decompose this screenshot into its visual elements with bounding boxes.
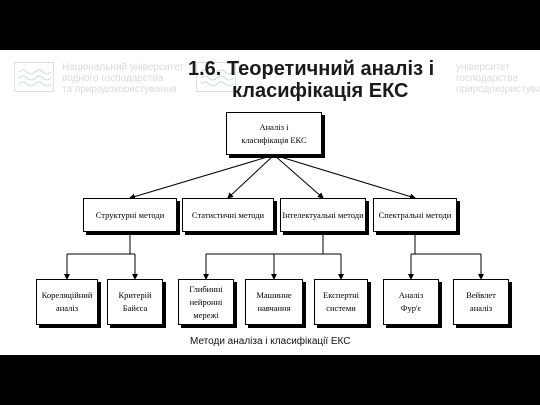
node-root-line2: класифікація ЕКС <box>241 134 307 145</box>
node-level1-2: Інтелектуальні методи <box>280 198 366 232</box>
node-label: Машинне навчання <box>256 290 292 313</box>
edge-root-to-level1 <box>227 154 275 199</box>
watermark-line: університет <box>456 62 510 73</box>
edge-root-to-level1 <box>129 154 275 200</box>
node-level2-4: Експертні системи <box>314 279 368 325</box>
watermark-line: природокористування <box>456 84 540 95</box>
university-logo-icon <box>196 62 236 92</box>
node-label: Структурні методи <box>95 209 165 220</box>
node-label: Аналіз Фур'є <box>398 290 424 313</box>
university-logo-icon <box>14 62 54 92</box>
slide-title: 1.6. Теоретичний аналіз і класифікація Е… <box>188 58 518 102</box>
slide: Національний університет водного господа… <box>0 50 540 355</box>
node-level2-1: Критерій Байєса <box>107 279 163 325</box>
diagram-connectors <box>64 154 484 280</box>
watermark-line: водного господарства <box>62 73 164 84</box>
node-level2-2: Глибинні нейронні мережі <box>178 279 234 325</box>
node-label: Кореляційний аналіз <box>41 290 93 313</box>
node-level2-3: Машинне навчання <box>245 279 303 325</box>
node-root-line1: Аналіз і <box>259 121 289 132</box>
node-label: Інтелектуальні методи <box>282 209 364 220</box>
title-line-1: 1.6. Теоретичний аналіз і <box>188 58 435 80</box>
node-level1-1: Статистичні методи <box>182 198 274 232</box>
node-label: Експертні системи <box>323 290 359 313</box>
watermark-line: Національний університет <box>62 62 184 73</box>
title-line-2: класифікація ЕКС <box>232 80 409 102</box>
edge-root-to-level1 <box>273 154 324 199</box>
node-label: Статистичні методи <box>191 209 265 220</box>
edge-root-to-level1 <box>273 154 416 200</box>
node-level2-5: Аналіз Фур'є <box>383 279 439 325</box>
node-label: Глибинні нейронні мережі <box>189 283 223 320</box>
node-label: Спектральні методи <box>378 209 452 220</box>
node-level1-3: Спектральні методи <box>373 198 457 232</box>
watermark-right: університет господарства природокористув… <box>196 62 540 95</box>
watermark-line: та природокористування <box>62 84 177 95</box>
node-root: Аналіз і класифікація ЕКС <box>226 112 322 155</box>
node-level1-0: Структурні методи <box>83 198 177 232</box>
node-level2-0: Кореляційний аналіз <box>36 279 98 325</box>
node-label: Критерій Байєса <box>118 290 152 313</box>
slide-caption: Методи аналіза і класифікації ЕКС <box>190 336 351 347</box>
watermark-left: Національний університет водного господа… <box>14 62 184 95</box>
node-level2-6: Вейвлет аналіз <box>453 279 509 325</box>
watermark-line: господарства <box>456 73 519 84</box>
node-label: Вейвлет аналіз <box>466 290 496 313</box>
